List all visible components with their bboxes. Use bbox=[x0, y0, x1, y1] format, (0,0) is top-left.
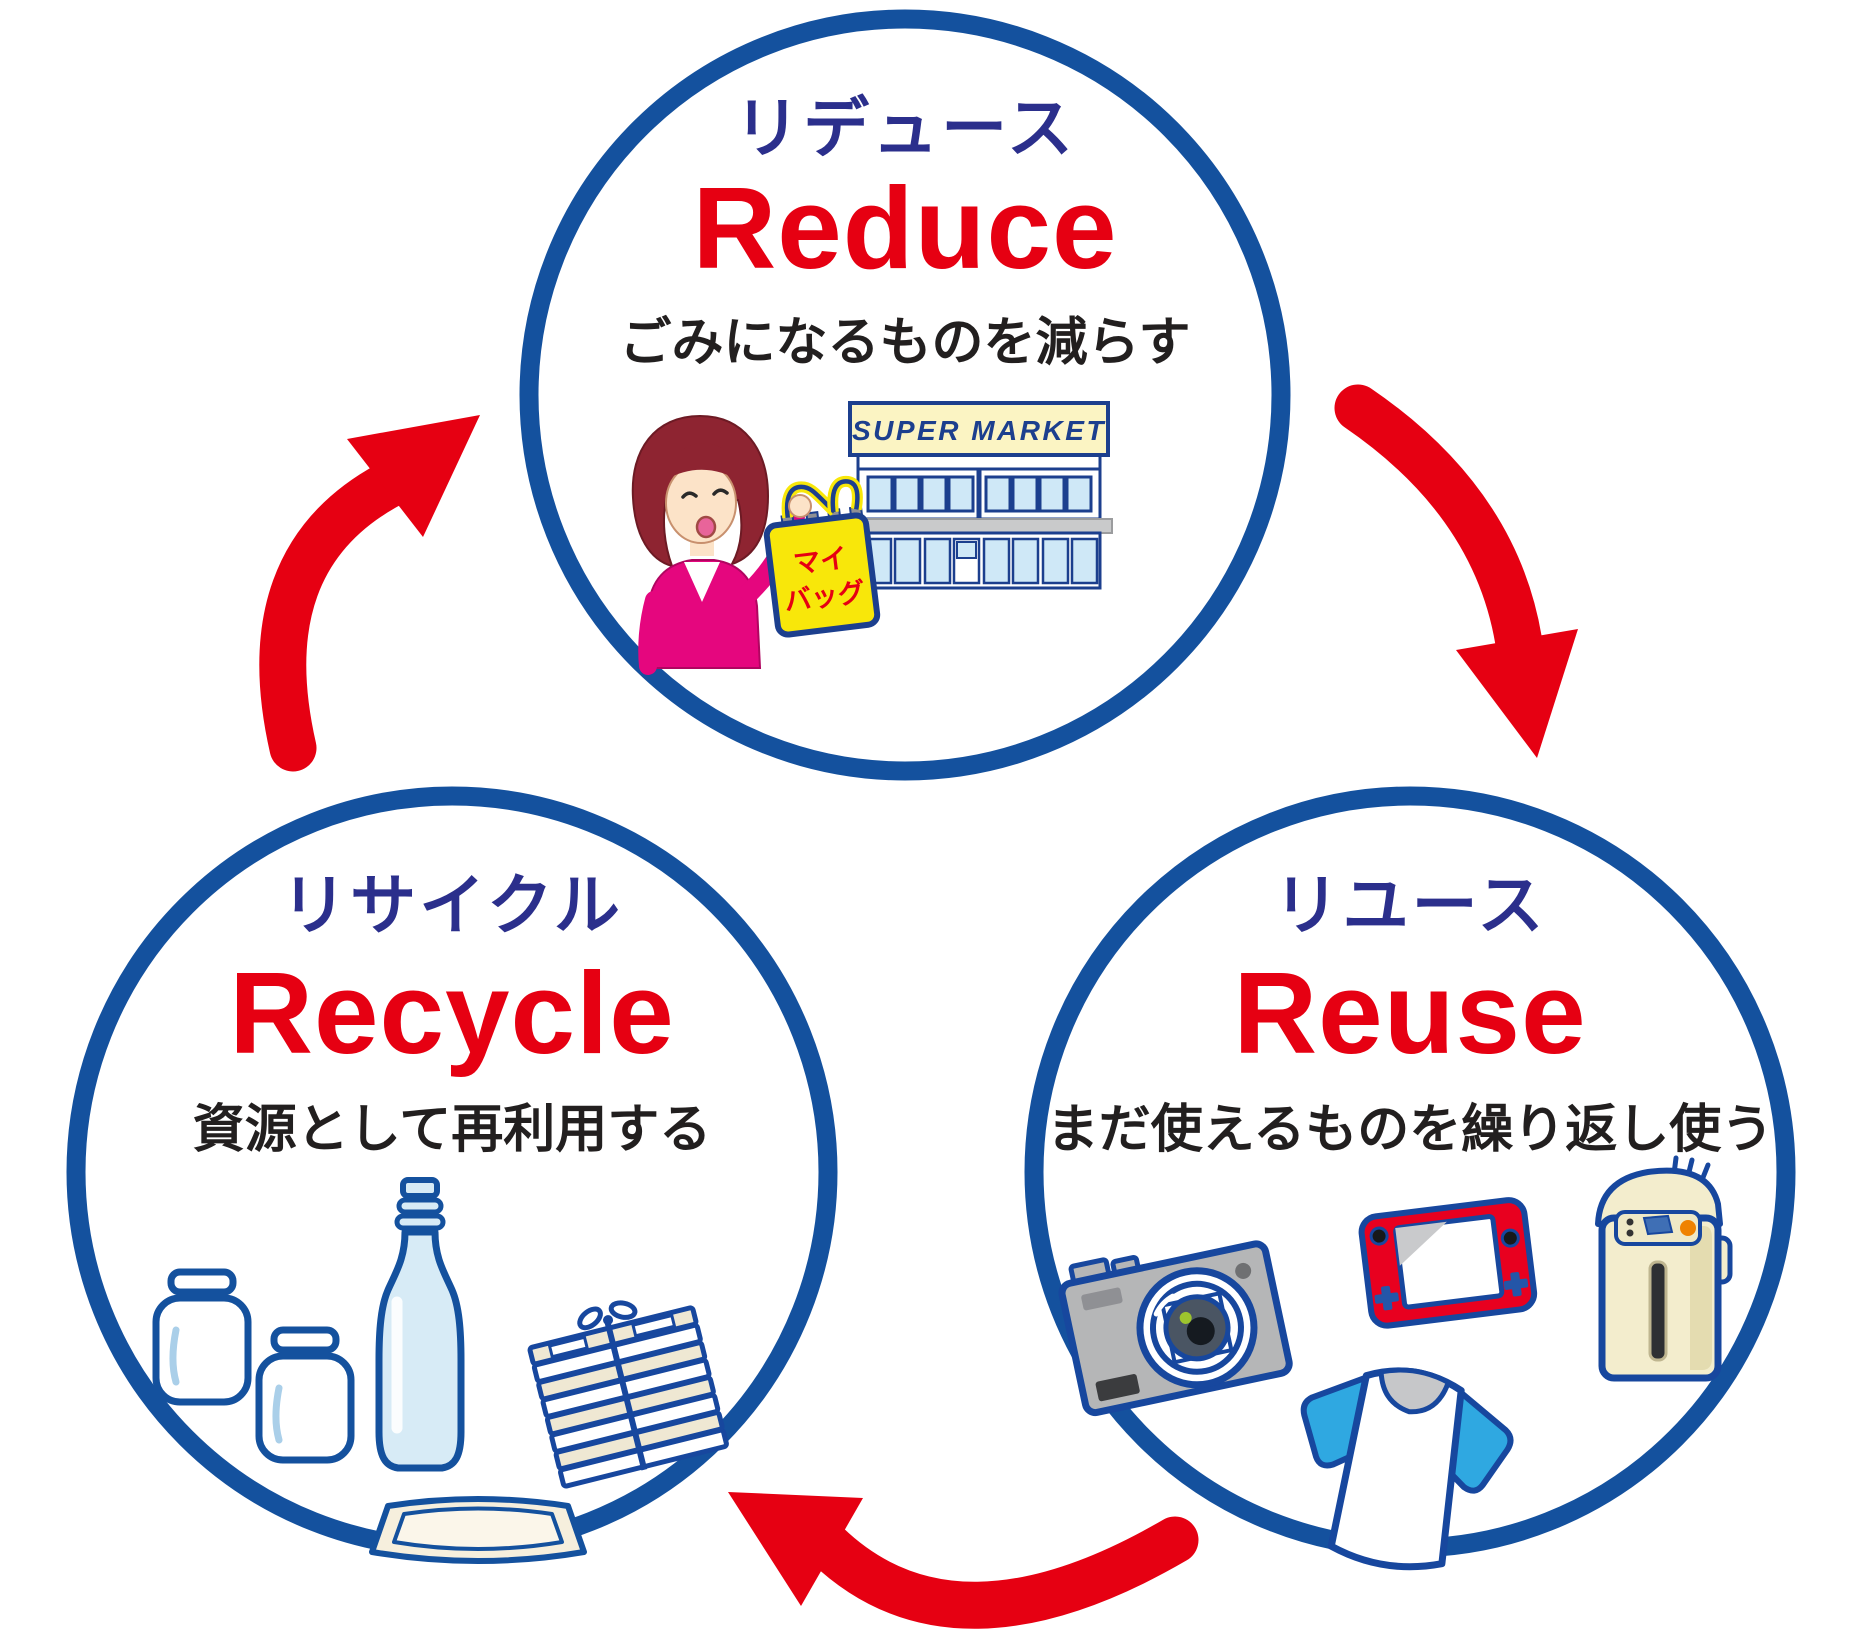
camera-icon bbox=[1058, 1240, 1293, 1417]
supermarket-sign: SUPER MARKET bbox=[848, 401, 1110, 457]
glass-jar-icon bbox=[255, 1326, 355, 1464]
recycle-desc-label: 資源として再利用する bbox=[192, 1101, 712, 1159]
my-bag-icon: マイ バッグ bbox=[763, 475, 881, 638]
recycle-kana-label: リサイクル bbox=[281, 868, 623, 942]
arrow-reduce-to-reuse-icon bbox=[1334, 384, 1578, 758]
arrow-recycle-to-reduce-icon bbox=[259, 415, 480, 772]
bag-text-line1: マイ bbox=[792, 543, 849, 579]
glass-jar-icon bbox=[152, 1268, 252, 1406]
recycle-en-label: Recycle bbox=[229, 948, 675, 1078]
arrow-reuse-to-recycle-icon bbox=[728, 1492, 1199, 1629]
reduce-en-label: Reduce bbox=[692, 163, 1118, 293]
woman-eye-icon bbox=[712, 488, 729, 496]
supermarket-illustration: SUPER MARKET bbox=[845, 401, 1113, 590]
reuse-desc-label: まだ使えるものを繰り返し使う bbox=[1046, 1101, 1774, 1159]
electric-pot-icon bbox=[1595, 1155, 1733, 1382]
food-tray-icon bbox=[369, 1496, 587, 1564]
reduce-kana-label: リデュース bbox=[734, 91, 1076, 165]
reuse-kana-label: リユース bbox=[1273, 868, 1547, 942]
newspaper-stack-icon bbox=[527, 1300, 729, 1489]
reduce-desc-label: ごみになるものを減らす bbox=[619, 314, 1191, 372]
supermarket-sign-text: SUPER MARKET bbox=[852, 415, 1106, 446]
woman-eye-icon bbox=[681, 491, 698, 499]
tshirt-icon bbox=[1300, 1367, 1514, 1571]
glass-bottle-icon bbox=[375, 1177, 465, 1472]
reuse-en-label: Reuse bbox=[1233, 948, 1587, 1078]
woman-hand-icon bbox=[788, 494, 812, 518]
woman-shopper-illustration bbox=[631, 414, 805, 675]
game-console-icon bbox=[1358, 1197, 1538, 1329]
